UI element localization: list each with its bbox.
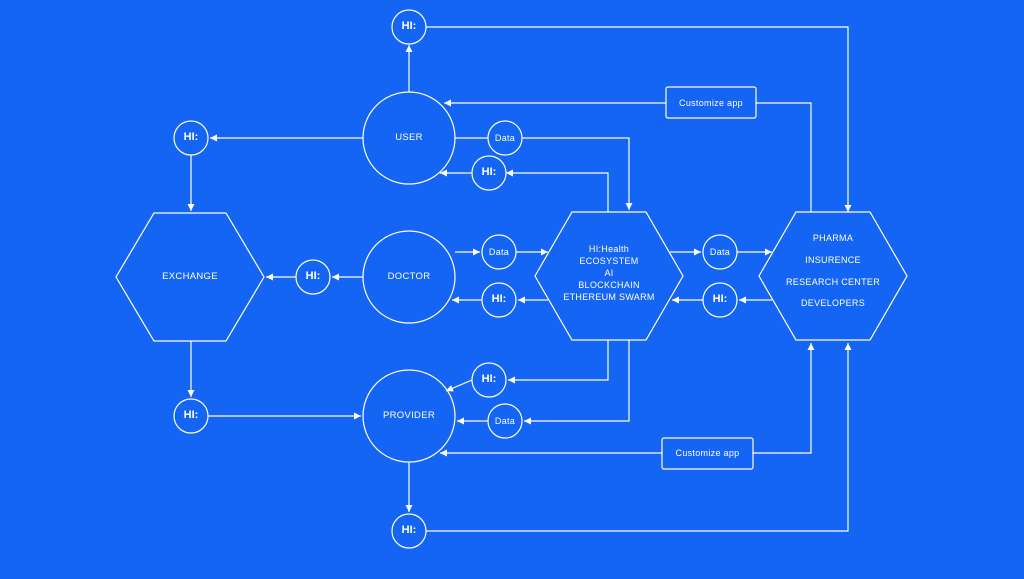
partner-research-center: RESEARCH CENTER	[785, 277, 880, 287]
line-customize-partners	[753, 343, 815, 454]
line-hi-bottom-partners	[426, 343, 852, 532]
exchange-label: EXCHANGE	[162, 271, 218, 282]
data-label-eco: Data	[709, 247, 731, 257]
hi-label-doctor-exchange: HI:	[305, 270, 321, 282]
hi-label-user-return: HI:	[481, 166, 497, 178]
exchange-node	[115, 212, 265, 342]
line-eco-hi-return	[506, 169, 609, 212]
arrow-data-eco	[522, 137, 633, 210]
doctor-label: DOCTOR	[387, 271, 431, 282]
line-eco-data-provider	[524, 340, 630, 425]
hi-label-top: HI:	[401, 20, 417, 32]
partner-pharma: PHARMA	[812, 233, 854, 243]
eco-line-2: ECOSYSTEM	[579, 256, 639, 266]
line-eco-hi-provider	[508, 340, 609, 384]
user-label: USER	[395, 132, 423, 143]
eco-line-4: BLOCKCHAIN	[578, 280, 640, 290]
partner-insurence: INSURENCE	[805, 255, 861, 265]
arrow-hi-provider-top	[445, 379, 473, 392]
ecosystem-label-block: HI:Health ECOSYSTEM AI BLOCKCHAIN ETHERE…	[545, 242, 673, 304]
provider-label: PROVIDER	[382, 410, 436, 421]
hi-label-eco-doctor: HI:	[491, 293, 507, 305]
line-partners-customize-top	[756, 102, 812, 212]
data-label-user: Data	[494, 133, 516, 143]
data-label-doctor: Data	[488, 247, 510, 257]
eco-line-5: ETHEREUM SWARM	[563, 292, 655, 302]
hi-label-provider-top: HI:	[481, 373, 497, 385]
hi-label-bottom: HI:	[401, 524, 417, 536]
partner-developers: DEVELOPERS	[800, 298, 866, 308]
customize-app-bottom[interactable]: Customize app	[675, 448, 740, 458]
line-top-partners	[426, 26, 852, 212]
customize-app-top[interactable]: Customize app	[679, 98, 743, 108]
data-label-provider: Data	[494, 416, 516, 426]
partners-node	[758, 211, 908, 341]
hi-label-partner-eco: HI:	[712, 293, 728, 305]
eco-line-1: HI:Health	[588, 244, 630, 254]
hi-label-left-bottom: HI:	[183, 409, 199, 421]
hi-label-left-top: HI:	[183, 131, 199, 143]
eco-line-3: AI	[604, 268, 614, 278]
ecosystem-node	[534, 211, 684, 341]
